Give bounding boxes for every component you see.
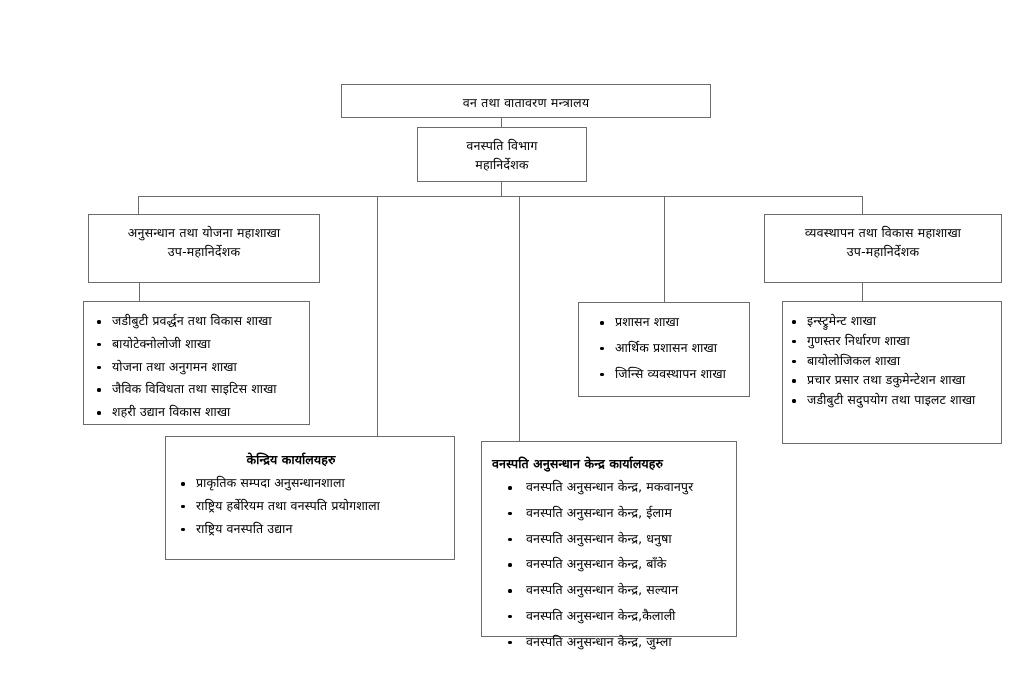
list-item: जडीबुटी सदुपयोग तथा पाइलट शाखा [785,391,999,410]
central-offices-list: प्राकृतिक सम्पदा अनुसन्धानशाला राष्ट्रिय… [174,474,448,538]
list-item: बायोटेक्नोलोजी शाखा [90,335,305,354]
list-item: शहरी उद्यान विकास शाखा [90,403,305,422]
list-item: योजना तथा अनुगमन शाखा [90,358,305,377]
list-item: गुणस्तर निर्धारण शाखा [785,332,999,351]
management-division-line-2: उप-महानिर्देशक [846,244,920,260]
list-item: जिन्सि व्यवस्थापन शाखा [593,365,745,384]
ministry-title: वन तथा वातावरण मन्त्रालय [462,95,590,110]
node-research-centres: वनस्पति अनुसन्धान केन्द्र कार्यालयहरु वन… [481,441,737,649]
list-item: राष्ट्रिय वनस्पति उद्यान [174,520,448,539]
research-division-line-2: उप-महानिर्देशक [167,244,241,260]
list-item: आर्थिक प्रशासन शाखा [593,339,745,358]
department-line-2: महानिर्देशक [475,157,529,173]
list-item: प्रचार प्रसार तथा डकुमेन्टेशन शाखा [785,371,999,390]
list-item: वनस्पति अनुसन्धान केन्द्र, धनुषा [492,530,732,549]
department-line-1: वनस्पति विभाग [466,138,538,153]
node-management-division: व्यवस्थापन तथा विकास महाशाखा उप-महानिर्द… [764,214,1002,283]
connector-ministry-to-department [501,118,502,134]
research-branches-list: जडीबुटी प्रवर्द्धन तथा विकास शाखा बायोटे… [90,312,305,422]
central-offices-heading: केन्द्रिय कार्यालयहरु [246,452,336,467]
management-division-line-1: व्यवस्थापन तथा विकास महाशाखा [804,225,962,240]
node-admin-branches: प्रशासन शाखा आर्थिक प्रशासन शाखा जिन्सि … [578,302,750,397]
list-item: वनस्पति अनुसन्धान केन्द्र,कैलाली [492,607,732,626]
list-item: वनस्पति अनुसन्धान केन्द्र, सल्यान [492,581,732,600]
connector-bus-to-management-division [862,196,863,214]
connector-management-division-to-branches [862,283,863,301]
node-management-branches: इन्स्ट्रुमेन्ट शाखा गुणस्तर निर्धारण शाख… [782,301,1002,444]
node-research-division: अनुसन्धान तथा योजना महाशाखा उप-महानिर्दे… [88,214,320,283]
admin-branches-list: प्रशासन शाखा आर्थिक प्रशासन शाखा जिन्सि … [593,313,745,383]
connector-bus-to-central-offices [377,196,378,436]
research-division-line-1: अनुसन्धान तथा योजना महाशाखा [127,225,281,240]
node-department: वनस्पति विभाग महानिर्देशक [417,127,587,182]
research-centres-heading: वनस्पति अनुसन्धान केन्द्र कार्यालयहरु [492,456,664,471]
research-centres-list: वनस्पति अनुसन्धान केन्द्र, मकवानपुर वनस्… [492,478,732,651]
list-item: जैविक विविधता तथा साइटिस शाखा [90,380,305,399]
list-item: राष्ट्रिय हर्बेरियम तथा वनस्पति प्रयोगशा… [174,497,448,516]
list-item: जडीबुटी प्रवर्द्धन तथा विकास शाखा [90,312,305,331]
node-ministry: वन तथा वातावरण मन्त्रालय [341,84,711,118]
connector-spine-to-admin-branches [664,196,665,302]
node-central-offices: केन्द्रिय कार्यालयहरु प्राकृतिक सम्पदा अ… [165,436,455,560]
list-item: वनस्पति अनुसन्धान केन्द्र, जुम्ला [492,633,732,652]
node-research-branches: जडीबुटी प्रवर्द्धन तथा विकास शाखा बायोटे… [83,301,310,425]
connector-research-division-to-branches [139,283,140,301]
list-item: वनस्पति अनुसन्धान केन्द्र, ईलाम [492,504,732,523]
list-item: बायोलोजिकल शाखा [785,352,999,371]
connector-bus [138,196,863,197]
list-item: प्राकृतिक सम्पदा अनुसन्धानशाला [174,474,448,493]
list-item: वनस्पति अनुसन्धान केन्द्र, बाँके [492,555,732,574]
list-item: प्रशासन शाखा [593,313,745,332]
connector-department-to-bus [501,182,502,196]
list-item: वनस्पति अनुसन्धान केन्द्र, मकवानपुर [492,478,732,497]
list-item: इन्स्ट्रुमेन्ट शाखा [785,312,999,331]
management-branches-list: इन्स्ट्रुमेन्ट शाखा गुणस्तर निर्धारण शाख… [785,312,999,410]
connector-bus-to-research-division [138,196,139,214]
connector-bus-to-research-centres [519,196,520,441]
